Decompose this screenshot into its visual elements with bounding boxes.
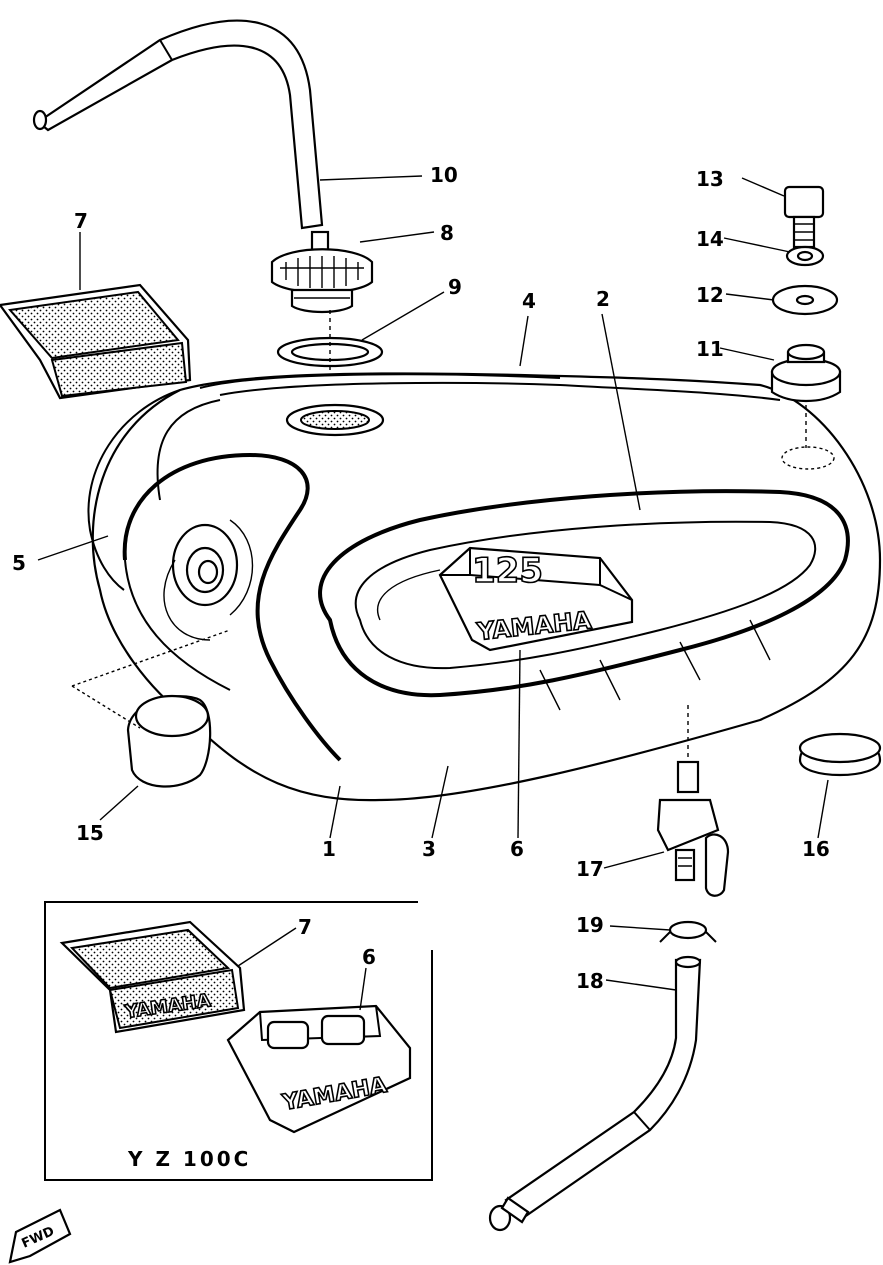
- callout-5: 5: [12, 551, 26, 575]
- callout-1: 1: [322, 837, 336, 861]
- lock-washer: [785, 245, 825, 267]
- rubber-damper: [770, 343, 842, 402]
- callout-6b: 6: [362, 945, 376, 969]
- callout-6a: 6: [510, 837, 524, 861]
- callout-13: 13: [696, 167, 724, 191]
- inset-label: Y Z 100C: [127, 1147, 251, 1171]
- inset-tank-emblem: YAMAHA: [226, 1004, 412, 1134]
- breather-hose: [32, 19, 324, 230]
- leader-lines: [37, 175, 829, 991]
- callout-numbers: 10 8 9 4 2 7 5 13 14 12 11 15 1 3 6 16 1…: [12, 163, 830, 993]
- inset-yz100c: YAMAHA YAMAHA Y Z 100C: [44, 901, 433, 1181]
- callout-9: 9: [448, 275, 462, 299]
- knee-grip-trim: [318, 489, 850, 711]
- forward-arrow: FWD: [8, 1208, 72, 1264]
- callout-14: 14: [696, 227, 724, 251]
- callout-10: 10: [430, 163, 458, 187]
- emblem-number: 125: [472, 551, 543, 591]
- fuel-line: [488, 955, 702, 1232]
- fuel-cock: [656, 705, 730, 897]
- callout-7a: 7: [74, 209, 88, 233]
- callout-11: 11: [696, 337, 724, 361]
- tank-emblem: 125 YAMAHA: [438, 546, 634, 652]
- mounting-bolt: [783, 185, 825, 249]
- callout-7b: 7: [298, 915, 312, 939]
- callout-19: 19: [576, 913, 604, 937]
- hose-clip: [659, 920, 717, 943]
- callout-15: 15: [76, 821, 104, 845]
- tank-cushion-rear: [126, 694, 212, 788]
- callout-8: 8: [440, 221, 454, 245]
- tank-cushion-front: [798, 732, 882, 776]
- callout-4: 4: [522, 289, 536, 313]
- inset-side-decal: YAMAHA: [59, 920, 246, 1034]
- callout-3: 3: [422, 837, 436, 861]
- side-decal: [0, 283, 192, 400]
- callout-18: 18: [576, 969, 604, 993]
- callout-12: 12: [696, 283, 724, 307]
- callout-16: 16: [802, 837, 830, 861]
- callout-2: 2: [596, 287, 610, 311]
- flat-washer: [771, 284, 839, 316]
- filler-cap: [270, 230, 374, 314]
- callout-17: 17: [576, 857, 604, 881]
